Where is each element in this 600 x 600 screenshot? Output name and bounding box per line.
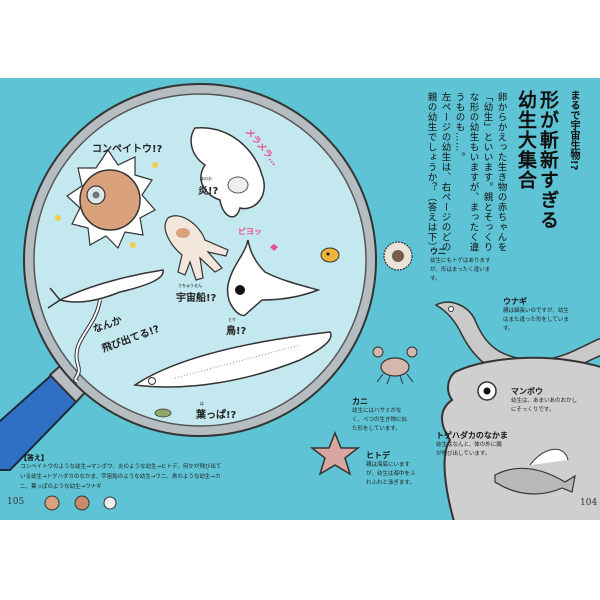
callout-spaceship-ruby: うちゅうせん: [178, 283, 202, 288]
answer-line: コンペイトウのような幼生→マンボウ、炎のような幼生→ヒトデ、何かが飛び出て: [20, 464, 222, 470]
animal-text: 幼生はなんと、体の外に腸: [436, 442, 502, 448]
title-line-1: 形が斬新すぎる: [537, 90, 559, 230]
mascot-characters: [44, 495, 117, 511]
eel-larva-illustration: [132, 331, 332, 418]
answer-line: ニ、葉っぱのような幼生→ウナギ: [20, 484, 102, 490]
intro-column: な形の幼生もいますが、まったく違: [467, 92, 479, 252]
callout-piyo: ピヨッ: [238, 227, 262, 236]
callout-bird-ruby: とり: [228, 317, 236, 322]
urchin-larva-illustration: [164, 215, 229, 281]
animal-text: た形をしています。: [352, 426, 401, 432]
callout-flame-ruby: ほのお: [200, 176, 212, 181]
animal-text: 幼生にもトゲはあります: [430, 258, 491, 264]
page-number-left: 105: [7, 497, 25, 507]
callout-leaf: 葉っぱ!?: [196, 410, 237, 421]
animal-name: ウナギ: [503, 297, 527, 306]
animal-text: はまた違った形をしていま: [503, 317, 569, 323]
animal-name: マンボウ: [511, 387, 543, 396]
animal-text: にそっくりです。: [511, 407, 555, 413]
sea-urchin-illustration: [383, 241, 413, 271]
crab-larva-illustration: [226, 239, 321, 317]
starfish-larva-illustration: [190, 127, 265, 218]
animal-text: が、幼生は海中をふ: [366, 471, 416, 477]
callout-konpeito: コンペイトウ!?: [92, 144, 163, 155]
crab-illustration: [372, 346, 418, 385]
tokehadaka-larva-illustration: [47, 269, 164, 384]
animal-text: 幼生にはハサミがな: [352, 408, 402, 414]
animal-text: 親は細長いのですが、幼生: [503, 308, 569, 314]
animal-text: 幼生は、あまいあのおかし: [511, 398, 578, 404]
intro-column: 左ページの幼生は、右ページのどの: [439, 92, 451, 252]
animal-name: トゲハダカのなかま: [436, 431, 508, 440]
book-spread: コンペイトウ!? メラメラ… ほのお 炎!? ピヨッ うちゅうせん 宇宙船!? …: [0, 78, 600, 520]
title-line-2: 幼生大集合: [515, 90, 537, 190]
intro-column: 卵からかえった生き物の赤ちゃんを: [495, 92, 507, 252]
callout-flame: 炎!?: [198, 186, 219, 197]
intro-column: 「幼生」といいます。親とそっくり: [481, 92, 493, 252]
answer-heading: 【答え】: [20, 454, 48, 462]
animal-text: く、べつの生き物に似: [352, 417, 408, 423]
pufferfish-larva-illustration: [55, 148, 158, 250]
callout-leaf-ruby: は: [200, 401, 204, 406]
callout-spaceship: 宇宙船!?: [176, 293, 217, 304]
animal-name: ウニ: [430, 247, 446, 256]
animal-name: カニ: [352, 397, 368, 406]
subtitle: まるで宇宙生物!?: [568, 90, 579, 171]
animal-text: 親は海底にいます: [366, 462, 411, 468]
animal-text: が、形はまったく違いま: [430, 267, 491, 273]
page-number-right: 104: [580, 498, 598, 508]
animal-text: わふわと泳ぎます。: [366, 480, 415, 486]
intro-column: 親の幼生でしょうか？（答えは下）: [425, 92, 437, 252]
answer-line: いる幼生→トゲハダカのなかま、宇宙船のような幼生→ウニ、鳥のような幼生→カ: [20, 474, 221, 480]
callout-bird: 鳥!?: [226, 326, 247, 337]
tokehadaka-fish-illustration: [494, 448, 576, 495]
animal-text: す。: [503, 326, 514, 332]
chick-icon: [320, 247, 340, 263]
animal-name: ヒトデ: [366, 451, 390, 460]
intro-column: うものも……。: [453, 92, 465, 162]
illustration: [0, 83, 600, 520]
animal-text: す。: [430, 276, 441, 282]
starfish-illustration: [309, 430, 361, 476]
animal-text: が飛び出しています。: [436, 451, 491, 457]
